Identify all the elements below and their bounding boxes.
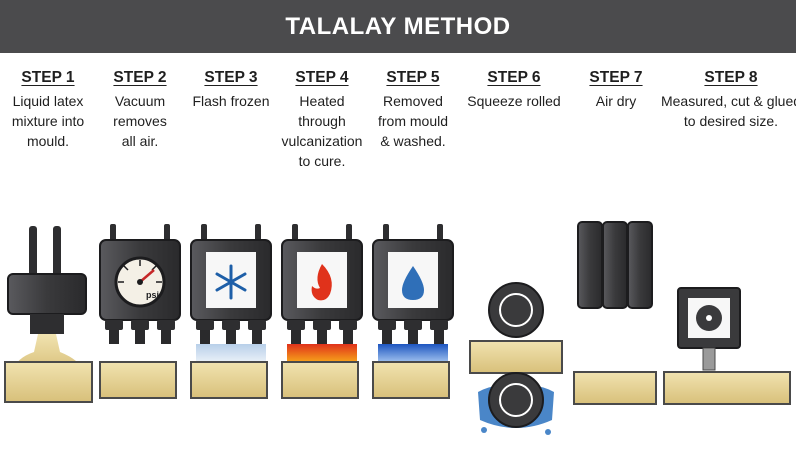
step-4-caption: STEP 4 Heated through vulcanization to c… (270, 68, 374, 171)
step-7-description: Air dry (595, 93, 637, 109)
step-5-heading: STEP 5 (386, 69, 440, 86)
step-6-caption: STEP 6 Squeeze rolled (462, 68, 566, 111)
step-3-illustration (190, 223, 272, 399)
step-5-illustration (372, 223, 454, 399)
step-8-description: Measured, cut & glued to desired size. (660, 93, 796, 129)
flame-icon (311, 264, 332, 301)
step-6-illustration (469, 282, 563, 435)
step-5-caption: STEP 5 Removed from mould & washed. (361, 68, 465, 151)
step-1-description: Liquid latex mixture into mould. (11, 93, 85, 149)
step-2-description: Vacuum removes all air. (113, 93, 167, 149)
water-drop-icon (402, 266, 424, 300)
step-7-illustration (573, 221, 657, 405)
step-4-illustration (281, 223, 363, 399)
step-4-description: Heated through vulcanization to cure. (281, 93, 363, 169)
page-title: TALALAY METHOD (285, 13, 511, 40)
step-3-caption: STEP 3 Flash frozen (179, 68, 283, 111)
gauge-label: psi (146, 290, 159, 300)
step-2-heading: STEP 2 (113, 69, 167, 86)
step-8-heading: STEP 8 (704, 69, 758, 86)
step-1-caption: STEP 1 Liquid latex mixture into mould. (0, 68, 100, 151)
step-6-description: Squeeze rolled (467, 93, 561, 109)
title-banner: TALALAY METHOD (0, 0, 796, 53)
snowflake-icon (215, 264, 247, 300)
step-2-caption: STEP 2 Vacuum removes all air. (88, 68, 192, 151)
step-3-description: Flash frozen (192, 93, 270, 109)
step-3-heading: STEP 3 (204, 69, 258, 86)
step-2-illustration: psi (99, 223, 181, 399)
step-5-description: Removed from mould & washed. (377, 93, 449, 149)
step-8-caption: STEP 8 Measured, cut & glued to desired … (658, 68, 796, 131)
step-1-heading: STEP 1 (21, 69, 75, 86)
step-1-illustration (4, 226, 93, 403)
step-7-caption: STEP 7 Air dry (564, 68, 668, 111)
step-7-heading: STEP 7 (589, 69, 643, 86)
step-6-heading: STEP 6 (487, 69, 541, 86)
step-8-illustration (663, 287, 791, 405)
step-4-heading: STEP 4 (295, 69, 349, 86)
